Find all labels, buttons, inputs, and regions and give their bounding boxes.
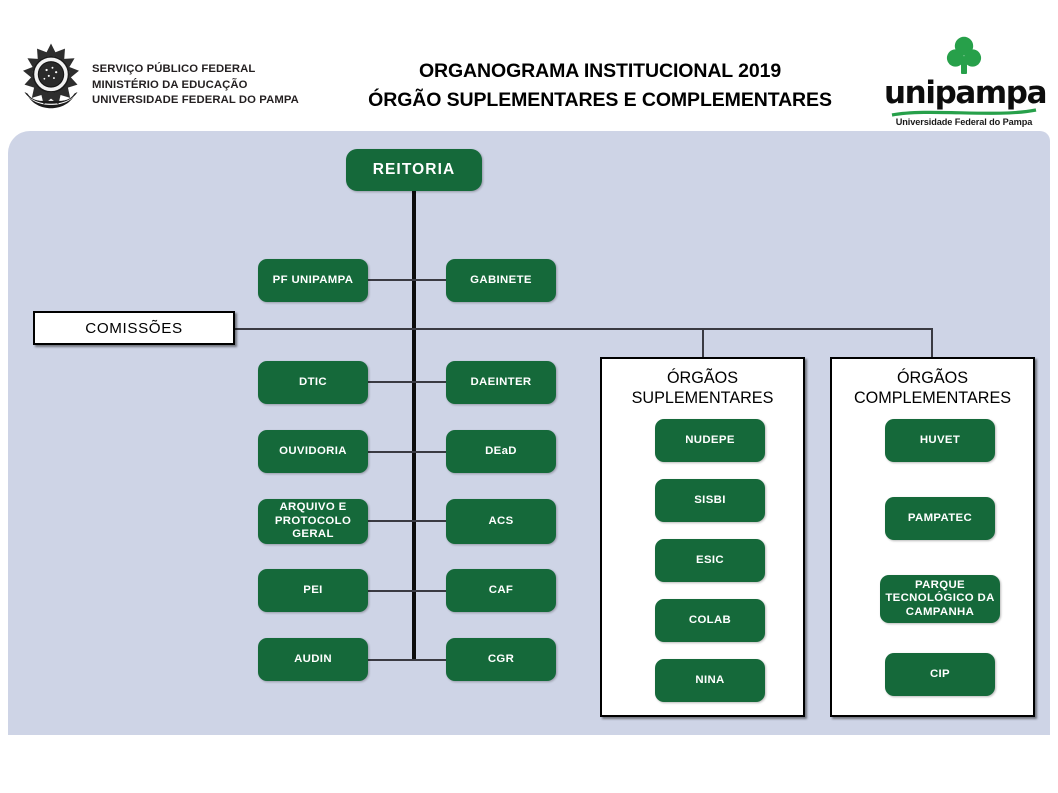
node-pampatec[interactable]: PAMPATEC: [885, 497, 995, 540]
connector-drop-complementares: [931, 328, 933, 357]
node-acs[interactable]: ACS: [446, 499, 556, 544]
page-title: ORGANOGRAMA INSTITUCIONAL 2019 ÓRGÃO SUP…: [300, 57, 900, 115]
connector-row-6: [368, 659, 464, 661]
node-comissoes[interactable]: COMISSÕES: [33, 311, 235, 345]
unipampa-logo: unipampa Universidade Federal do Pampa: [884, 36, 1047, 128]
panel-complementares-title-line-2: COMPLEMENTARES: [853, 389, 1012, 407]
gov-line-2: MINISTÉRIO DA EDUCAÇÃO: [92, 78, 248, 91]
connector-row-2: [368, 381, 464, 383]
panel-suplementares-title-line-1: ÓRGÃOS: [666, 369, 739, 387]
node-ouvidoria[interactable]: OUVIDORIA: [258, 430, 368, 473]
government-heading: SERVIÇO PÚBLICO FEDERAL MINISTÉRIO DA ED…: [92, 62, 299, 109]
node-huvet[interactable]: HUVET: [885, 419, 995, 462]
unipampa-swoosh-icon: [891, 108, 1037, 117]
node-colab[interactable]: COLAB: [655, 599, 765, 642]
node-nina[interactable]: NINA: [655, 659, 765, 702]
node-pei[interactable]: PEI: [258, 569, 368, 612]
trunk-vertical-line: [412, 191, 416, 661]
node-daeinter[interactable]: DAEINTER: [446, 361, 556, 404]
gov-line-3: UNIVERSIDADE FEDERAL DO PAMPA: [92, 94, 299, 106]
panel-complementares-title-line-1: ÓRGÃOS: [896, 369, 969, 387]
connector-drop-suplementares: [702, 328, 704, 357]
node-reitoria[interactable]: REITORIA: [346, 149, 482, 191]
node-cgr[interactable]: CGR: [446, 638, 556, 681]
node-dead[interactable]: DEaD: [446, 430, 556, 473]
title-line-2: ÓRGÃO SUPLEMENTARES E COMPLEMENTARES: [368, 89, 832, 111]
node-nudepe[interactable]: NUDEPE: [655, 419, 765, 462]
node-sisbi[interactable]: SISBI: [655, 479, 765, 522]
panel-suplementares-title-line-2: SUPLEMENTARES: [631, 389, 774, 407]
document-header: SERVIÇO PÚBLICO FEDERAL MINISTÉRIO DA ED…: [0, 0, 1058, 131]
gov-line-1: SERVIÇO PÚBLICO FEDERAL: [92, 63, 256, 75]
connector-row-3: [368, 451, 464, 453]
node-pf-unipampa[interactable]: PF UNIPAMPA: [258, 259, 368, 302]
connector-row-5: [368, 590, 464, 592]
unipampa-wordmark: unipampa: [884, 75, 1047, 111]
panel-complementares-title: ÓRGÃOS COMPLEMENTARES: [832, 368, 1033, 408]
brasao-republica-icon: [23, 43, 79, 109]
connector-row-4: [368, 520, 464, 522]
node-parque-tecnologico-da-campanha[interactable]: PARQUE TECNOLÓGICO DA CAMPANHA: [880, 575, 1000, 623]
title-line-1: ORGANOGRAMA INSTITUCIONAL 2019: [418, 60, 782, 82]
panel-orgaos-suplementares: ÓRGÃOS SUPLEMENTARES NUDEPE SISBI ESIC C…: [600, 357, 805, 717]
panel-orgaos-complementares: ÓRGÃOS COMPLEMENTARES HUVET PAMPATEC PAR…: [830, 357, 1035, 717]
node-audin[interactable]: AUDIN: [258, 638, 368, 681]
connector-comissoes-bus: [234, 328, 933, 330]
unipampa-tree-icon: [946, 36, 982, 74]
node-arquivo-protocolo-geral[interactable]: ARQUIVO E PROTOCOLO GERAL: [258, 499, 368, 544]
panel-suplementares-title: ÓRGÃOS SUPLEMENTARES: [602, 368, 803, 408]
unipampa-tagline: Universidade Federal do Pampa: [895, 117, 1033, 127]
node-esic[interactable]: ESIC: [655, 539, 765, 582]
connector-row-1: [368, 279, 464, 281]
organogram-stage: REITORIA PF UNIPAMPA GABINETE COMISSÕES …: [8, 131, 1050, 735]
node-cip[interactable]: CIP: [885, 653, 995, 696]
node-gabinete[interactable]: GABINETE: [446, 259, 556, 302]
node-dtic[interactable]: DTIC: [258, 361, 368, 404]
node-caf[interactable]: CAF: [446, 569, 556, 612]
